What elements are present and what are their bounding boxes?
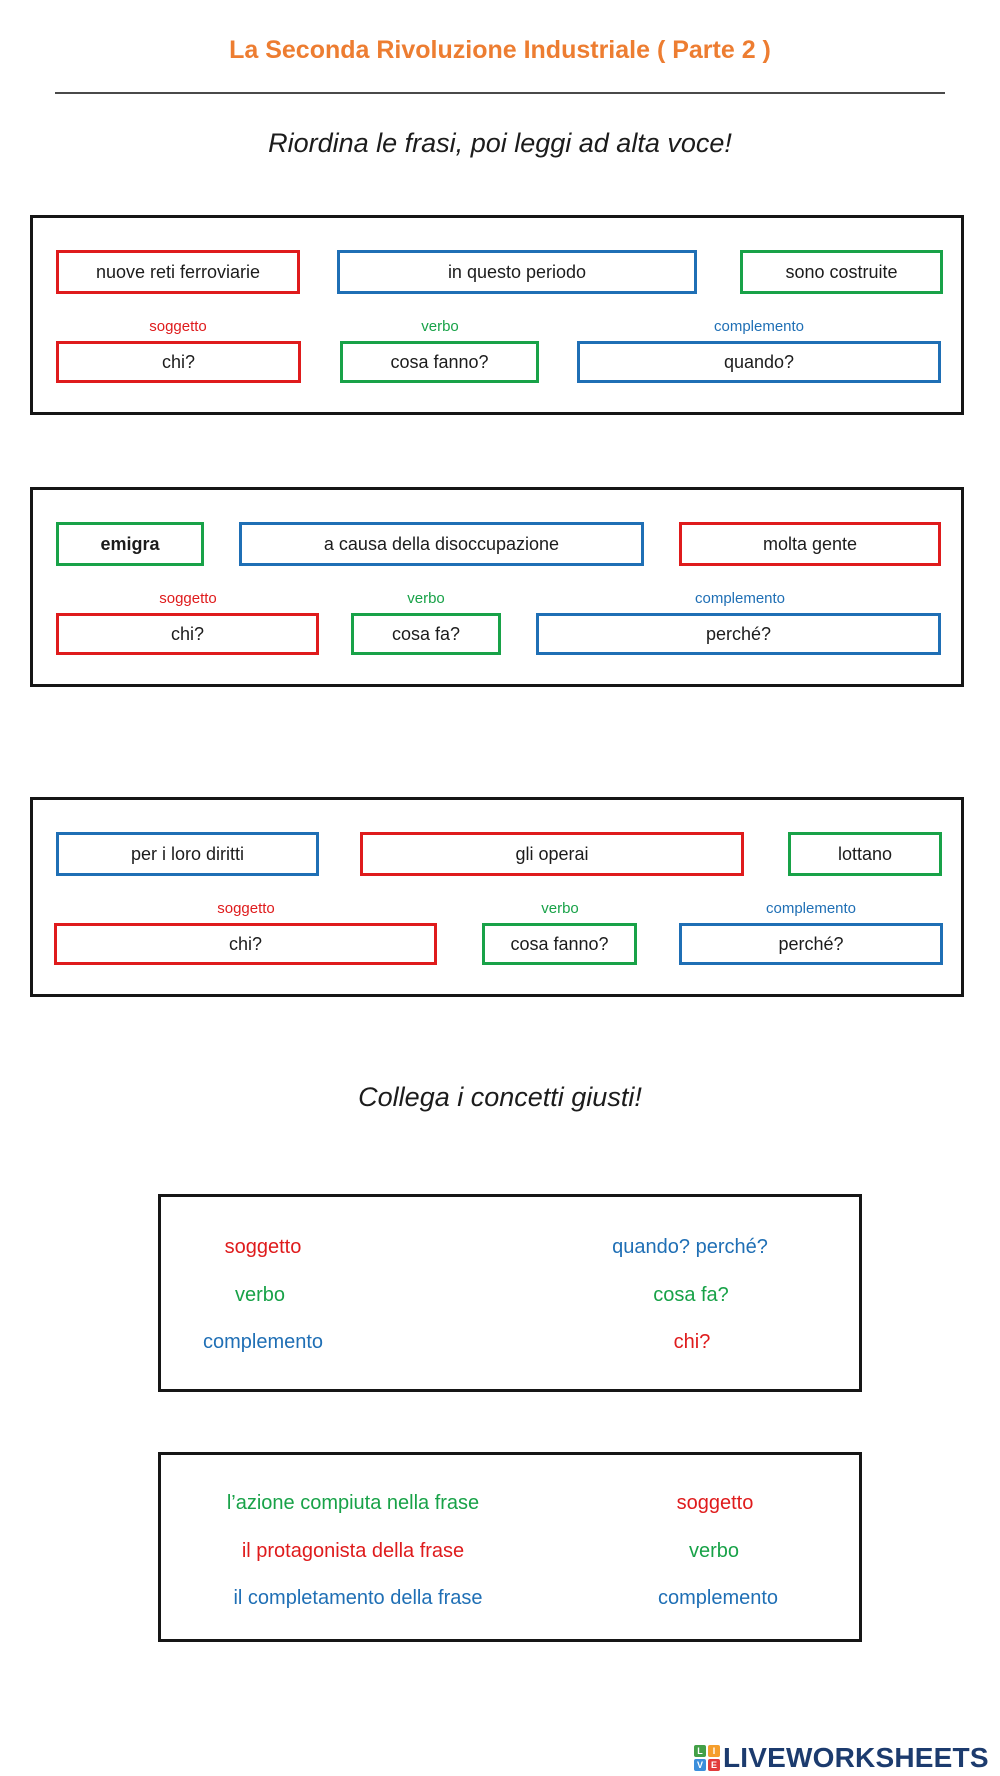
role-label-complemento: complemento bbox=[694, 590, 786, 607]
match-item-left[interactable]: complemento bbox=[202, 1331, 324, 1353]
logo-letter-v: V bbox=[694, 1759, 706, 1771]
drop-slot[interactable]: chi? bbox=[56, 341, 301, 383]
role-label-verbo: verbo bbox=[407, 590, 445, 607]
section2-heading: Collega i concetti giusti! bbox=[358, 1082, 642, 1112]
match-item-left[interactable]: soggetto bbox=[224, 1236, 302, 1258]
drop-slot[interactable]: perché? bbox=[536, 613, 941, 655]
brand-name: LIVEWORKSHEETS bbox=[723, 1742, 989, 1773]
phrase-card[interactable]: a causa della disoccupazione bbox=[239, 522, 644, 566]
role-label-soggetto: soggetto bbox=[159, 590, 217, 607]
phrase-card[interactable]: in questo periodo bbox=[337, 250, 697, 294]
matching-box-2 bbox=[158, 1452, 862, 1642]
role-label-verbo: verbo bbox=[541, 900, 579, 917]
role-label-soggetto: soggetto bbox=[217, 900, 275, 917]
phrase-card[interactable]: lottano bbox=[788, 832, 942, 876]
match-item-left[interactable]: l’azione compiuta nella frase bbox=[226, 1492, 480, 1514]
match-item-right[interactable]: complemento bbox=[657, 1587, 779, 1609]
drop-slot[interactable]: chi? bbox=[54, 923, 437, 965]
phrase-card[interactable]: gli operai bbox=[360, 832, 744, 876]
drop-slot[interactable]: quando? bbox=[577, 341, 941, 383]
exercise-box-1 bbox=[30, 215, 964, 415]
phrase-card[interactable]: emigra bbox=[56, 522, 204, 566]
role-label-complemento: complemento bbox=[713, 318, 805, 335]
section1-heading: Riordina le frasi, poi leggi ad alta voc… bbox=[268, 128, 732, 158]
logo-letter-e: E bbox=[708, 1759, 720, 1771]
matching-box-1 bbox=[158, 1194, 862, 1392]
drop-slot[interactable]: cosa fanno? bbox=[340, 341, 539, 383]
phrase-card[interactable]: sono costruite bbox=[740, 250, 943, 294]
phrase-card[interactable]: per i loro diritti bbox=[56, 832, 319, 876]
match-item-left[interactable]: il protagonista della frase bbox=[241, 1540, 465, 1562]
match-item-right[interactable]: soggetto bbox=[676, 1492, 754, 1514]
exercise-box-2 bbox=[30, 487, 964, 687]
liveworksheets-grid-icon: L I V E bbox=[694, 1745, 720, 1771]
drop-slot[interactable]: cosa fa? bbox=[351, 613, 501, 655]
phrase-card[interactable]: molta gente bbox=[679, 522, 941, 566]
match-item-right[interactable]: quando? perché? bbox=[612, 1236, 768, 1258]
role-label-soggetto: soggetto bbox=[149, 318, 207, 335]
drop-slot[interactable]: cosa fanno? bbox=[482, 923, 637, 965]
match-item-left[interactable]: il completamento della frase bbox=[233, 1587, 483, 1609]
drop-slot[interactable]: chi? bbox=[56, 613, 319, 655]
match-item-left[interactable]: verbo bbox=[234, 1284, 286, 1306]
logo-letter-l: L bbox=[694, 1745, 706, 1757]
match-item-right[interactable]: chi? bbox=[673, 1331, 711, 1353]
phrase-card[interactable]: nuove reti ferroviarie bbox=[56, 250, 300, 294]
exercise-box-3 bbox=[30, 797, 964, 997]
match-item-right[interactable]: cosa fa? bbox=[653, 1284, 729, 1306]
liveworksheets-logo[interactable]: L I V E LIVEWORKSHEETS bbox=[694, 1744, 989, 1772]
drop-slot[interactable]: perché? bbox=[679, 923, 943, 965]
logo-letter-i: I bbox=[708, 1745, 720, 1757]
match-item-right[interactable]: verbo bbox=[688, 1540, 740, 1562]
divider-line bbox=[55, 92, 945, 94]
role-label-complemento: complemento bbox=[765, 900, 857, 917]
page-title: La Seconda Rivoluzione Industriale ( Par… bbox=[229, 36, 771, 64]
role-label-verbo: verbo bbox=[421, 318, 459, 335]
